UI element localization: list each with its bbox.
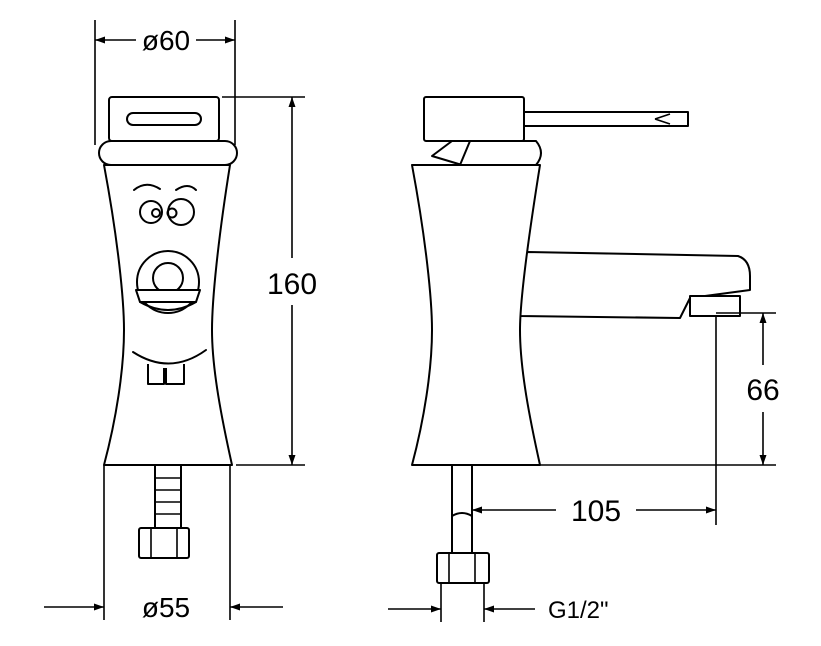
spout-aerator	[689, 295, 741, 317]
pupil-right	[166, 207, 178, 219]
dim-thread: G1/2"	[388, 583, 609, 624]
supply-hose-side	[451, 464, 473, 554]
tooth-right	[165, 364, 185, 385]
tooth-left	[147, 364, 165, 385]
dim-spout-height: 66	[540, 312, 780, 466]
label-spout-height: 66	[746, 374, 779, 407]
label-height-total: 160	[267, 268, 317, 301]
eye-left	[139, 200, 163, 224]
handle-cap	[108, 96, 220, 142]
collar-ring	[98, 140, 238, 166]
handle-slot	[126, 112, 202, 126]
faucet-body-side	[411, 164, 541, 466]
side-collar	[459, 140, 542, 166]
eyebrow-left	[133, 183, 161, 191]
aerator-lip	[139, 301, 197, 311]
eyebrow-right	[175, 185, 197, 191]
label-thread: G1/2"	[548, 597, 609, 624]
dim-base-diameter: ø55	[44, 465, 283, 623]
side-cap	[423, 96, 525, 142]
hose-nut-side	[436, 552, 490, 584]
mouth	[132, 349, 207, 365]
aerator-bottom	[135, 289, 201, 303]
pupil-left	[151, 208, 161, 218]
dim-spout-reach: 105	[472, 316, 717, 528]
label-top-diameter: ø60	[142, 25, 190, 56]
label-spout-reach: 105	[571, 495, 621, 528]
front-view	[98, 96, 238, 559]
label-base-diameter: ø55	[142, 592, 190, 623]
lever-handle	[511, 111, 689, 127]
dim-top-diameter: ø60	[94, 20, 236, 145]
hose-nut-front	[138, 527, 190, 559]
side-view	[411, 96, 751, 584]
supply-hose-front	[154, 464, 182, 529]
aerator-outer	[136, 250, 200, 314]
dim-height-total: 160	[222, 96, 317, 466]
faucet-body-front	[103, 164, 233, 466]
